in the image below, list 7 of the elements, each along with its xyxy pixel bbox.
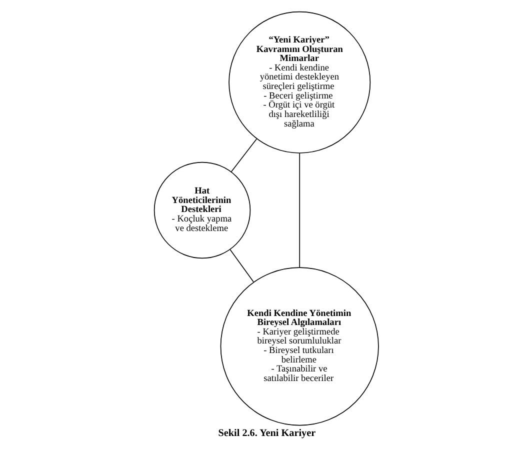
node-circle: Kendi Kendine Yönetimin Bireysel Algılamaları - Kariyer geliştirmede bireysel sorumluluklar - Bireysel tutkuları belirleme - Taşınabilir ve satılabilir beceriler [220, 267, 378, 426]
node-circle: “Yeni Kariyer” Kavramını Oluşturan Mimarlar - Kendi kendine yönetimi destekleyen süreçleri geliştirme - Beceri geliştirme - Örgüt içi ve örgüt dışı hareketliliği sağlama [228, 11, 370, 154]
connector [298, 152, 300, 268]
caption: Sekil 2.6. Yeni Kariyer [218, 428, 316, 440]
connector [229, 249, 254, 282]
node-circle: Hat Yöneticilerinin Destekleri - Koçluk yapma ve destekleme [153, 162, 250, 259]
connector [230, 138, 257, 172]
